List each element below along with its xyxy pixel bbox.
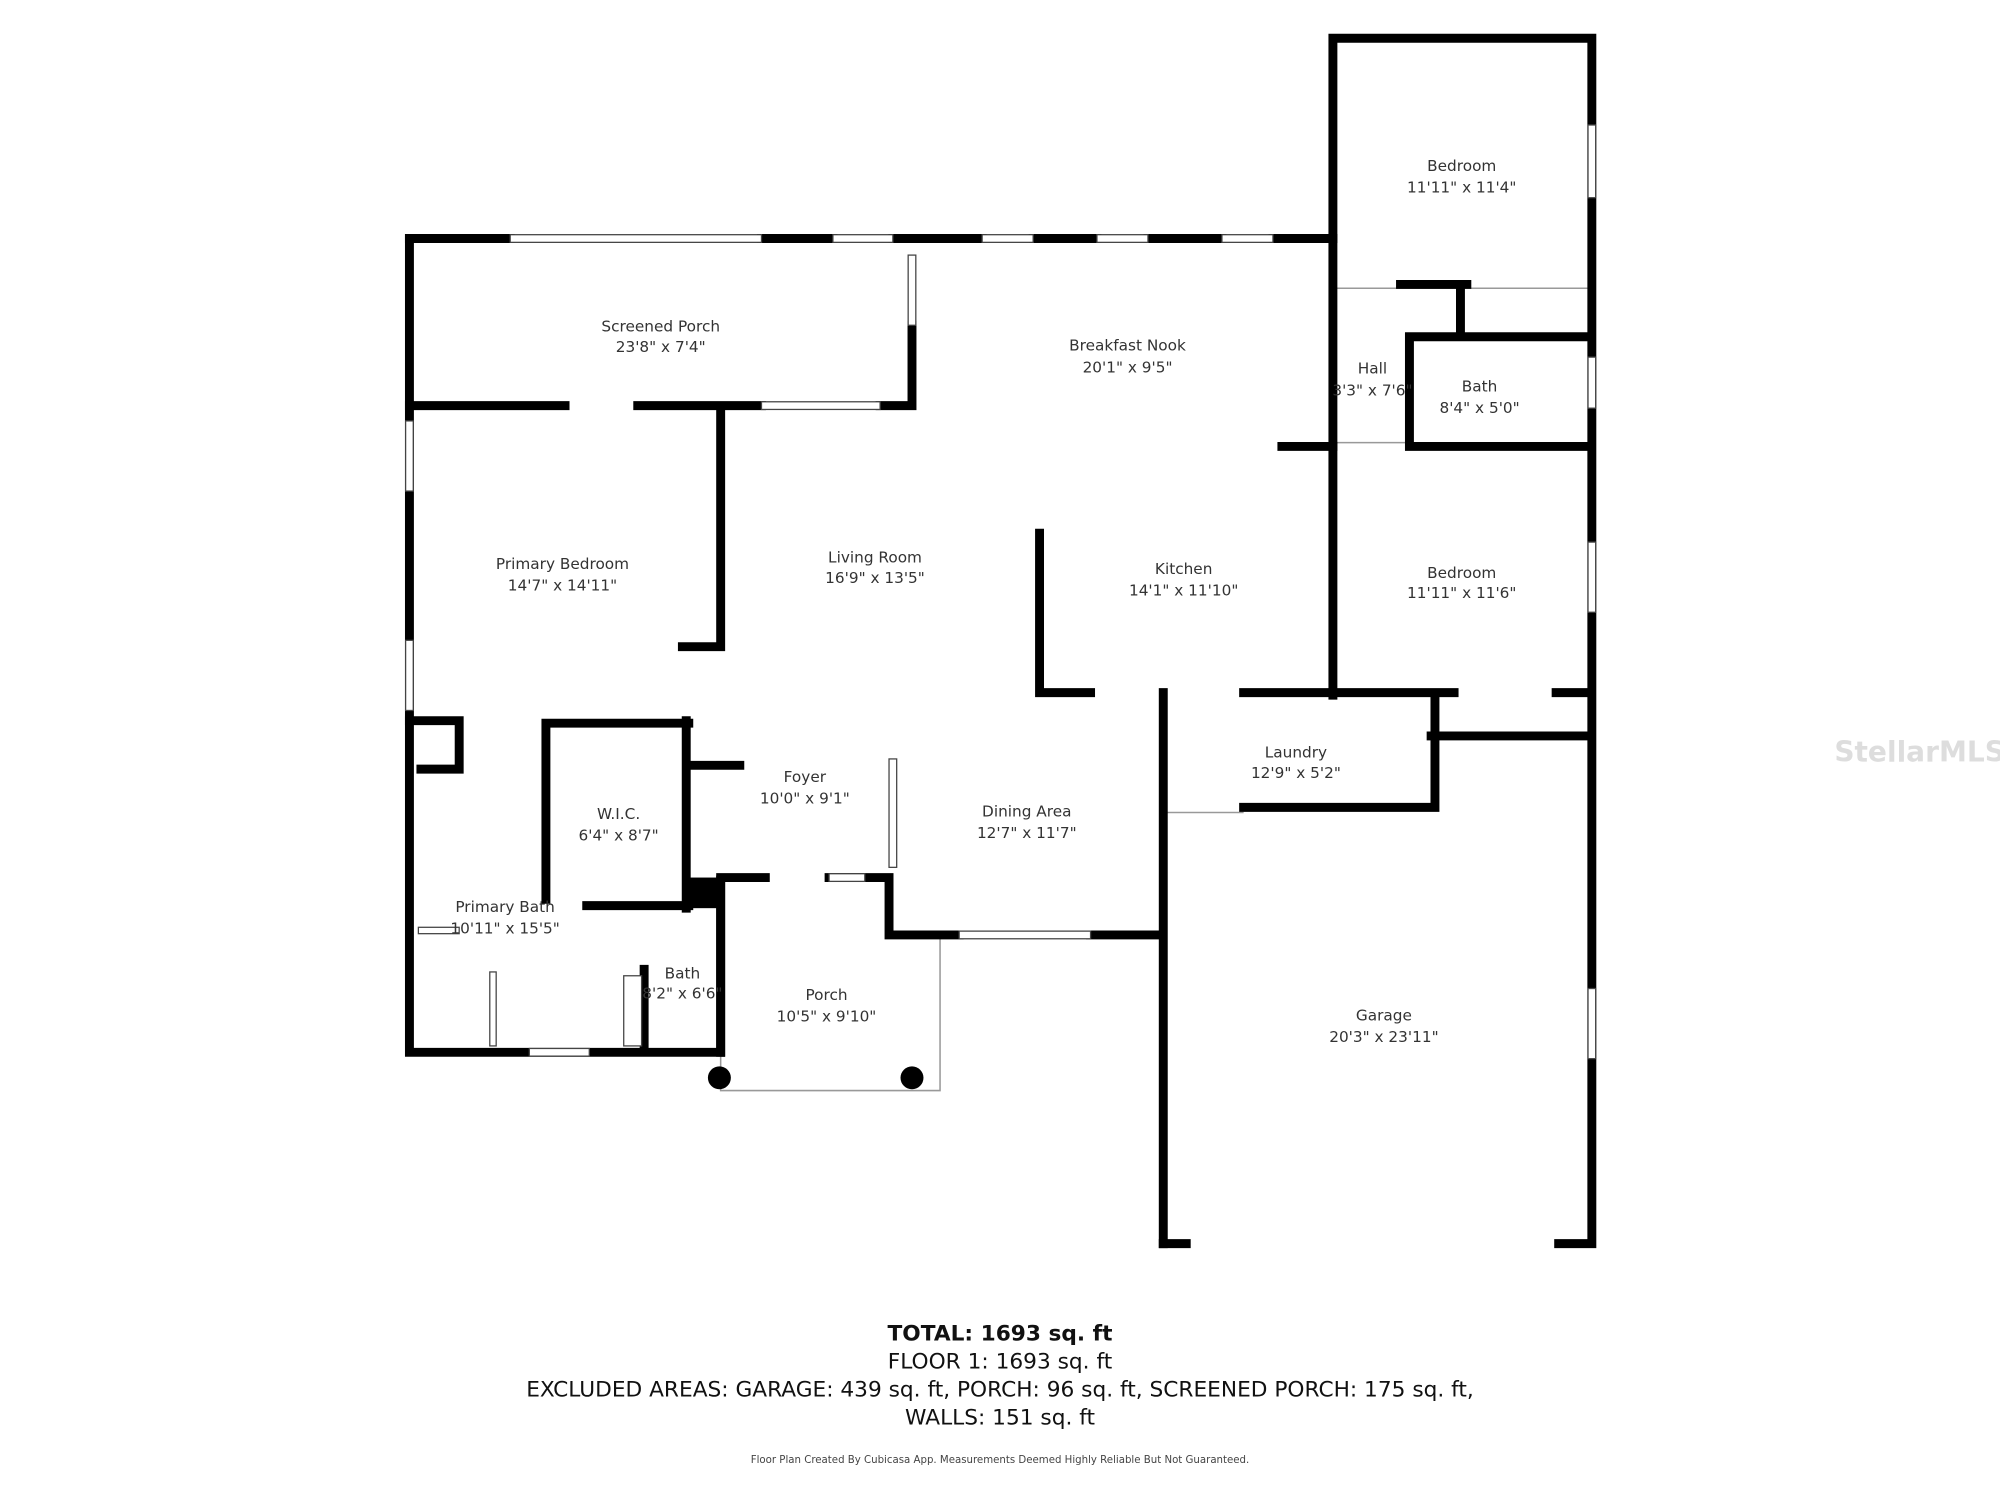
svg-text:11'11" x 11'6": 11'11" x 11'6" bbox=[1407, 584, 1516, 602]
svg-text:Primary Bedroom: Primary Bedroom bbox=[496, 555, 629, 573]
room-wic: W.I.C. 6'4" x 8'7" bbox=[579, 805, 659, 845]
svg-text:10'11" x 15'5": 10'11" x 15'5" bbox=[450, 920, 559, 938]
svg-text:11'11" x 11'4": 11'11" x 11'4" bbox=[1407, 179, 1516, 197]
windows bbox=[404, 124, 1597, 1060]
svg-text:Laundry: Laundry bbox=[1265, 744, 1327, 762]
svg-text:W.I.C.: W.I.C. bbox=[597, 805, 640, 823]
room-bedroom-2: Bedroom 11'11" x 11'6" bbox=[1407, 564, 1516, 602]
svg-text:10'5" x 9'10": 10'5" x 9'10" bbox=[777, 1008, 877, 1026]
floor-area: FLOOR 1: 1693 sq. ft bbox=[888, 1350, 1112, 1375]
svg-text:12'9" x 5'2": 12'9" x 5'2" bbox=[1251, 764, 1341, 782]
svg-text:Hall: Hall bbox=[1358, 360, 1387, 378]
svg-text:Foyer: Foyer bbox=[784, 768, 827, 786]
svg-text:Garage: Garage bbox=[1356, 1006, 1412, 1024]
svg-text:Porch: Porch bbox=[805, 986, 847, 1004]
walls-area: WALLS: 151 sq. ft bbox=[905, 1406, 1095, 1431]
room-porch: Porch 10'5" x 9'10" bbox=[777, 986, 877, 1026]
total-area: TOTAL: 1693 sq. ft bbox=[888, 1322, 1113, 1347]
room-foyer: Foyer 10'0" x 9'1" bbox=[760, 768, 850, 808]
svg-text:Bedroom: Bedroom bbox=[1427, 564, 1496, 582]
room-garage: Garage 20'3" x 23'11" bbox=[1329, 1006, 1438, 1046]
svg-text:20'3" x 23'11": 20'3" x 23'11" bbox=[1329, 1028, 1438, 1046]
room-labels: Bedroom 11'11" x 11'4" Screened Porch 23'8… bbox=[450, 157, 1519, 1046]
svg-text:10'0" x 9'1": 10'0" x 9'1" bbox=[760, 790, 850, 808]
svg-text:12'7" x 11'7": 12'7" x 11'7" bbox=[977, 824, 1077, 842]
room-hall: Hall 3'3" x 7'6" bbox=[1332, 360, 1412, 400]
svg-text:Kitchen: Kitchen bbox=[1155, 560, 1213, 578]
room-bath-1: Bath 8'4" x 5'0" bbox=[1439, 378, 1519, 418]
footnote: Floor Plan Created By Cubicasa App. Meas… bbox=[751, 1455, 1250, 1466]
room-primary-bedroom: Primary Bedroom 14'7" x 14'11" bbox=[496, 555, 629, 595]
svg-text:Bath: Bath bbox=[1462, 378, 1498, 396]
watermark: StellarMLS bbox=[1834, 735, 2000, 768]
room-laundry: Laundry 12'9" x 5'2" bbox=[1251, 744, 1341, 782]
svg-text:Breakfast Nook: Breakfast Nook bbox=[1069, 337, 1186, 355]
excluded-areas: EXCLUDED AREAS: GARAGE: 439 sq. ft, PORC… bbox=[526, 1378, 1474, 1403]
porch-column bbox=[707, 1066, 731, 1090]
room-dining-area: Dining Area 12'7" x 11'7" bbox=[977, 802, 1077, 842]
area-summary: TOTAL: 1693 sq. ft FLOOR 1: 1693 sq. ft … bbox=[526, 1322, 1474, 1466]
svg-text:Primary Bath: Primary Bath bbox=[455, 898, 555, 916]
svg-text:20'1" x 9'5": 20'1" x 9'5" bbox=[1083, 358, 1173, 376]
svg-text:14'1" x 11'10": 14'1" x 11'10" bbox=[1129, 582, 1238, 600]
room-kitchen: Kitchen 14'1" x 11'10" bbox=[1129, 560, 1238, 600]
svg-text:Bath: Bath bbox=[665, 964, 701, 982]
svg-text:16'9" x 13'5": 16'9" x 13'5" bbox=[825, 569, 925, 587]
svg-text:3'3" x 7'6": 3'3" x 7'6" bbox=[1332, 381, 1412, 399]
room-primary-bath: Primary Bath 10'11" x 15'5" bbox=[450, 898, 559, 938]
svg-text:6'4" x 8'7": 6'4" x 8'7" bbox=[579, 827, 659, 845]
svg-text:Dining Area: Dining Area bbox=[982, 802, 1071, 820]
porch-column bbox=[900, 1066, 924, 1090]
svg-text:8'4" x 5'0": 8'4" x 5'0" bbox=[1439, 399, 1519, 417]
room-screened-porch: Screened Porch 23'8" x 7'4" bbox=[601, 318, 720, 356]
room-bath-2: Bath 8'2" x 6'6" bbox=[642, 964, 722, 1002]
room-living-room: Living Room 16'9" x 13'5" bbox=[825, 549, 925, 587]
room-breakfast-nook: Breakfast Nook 20'1" x 9'5" bbox=[1069, 337, 1186, 377]
svg-text:14'7" x 14'11": 14'7" x 14'11" bbox=[508, 577, 617, 595]
svg-text:Living Room: Living Room bbox=[828, 549, 922, 567]
walls bbox=[404, 33, 1597, 1249]
room-bedroom-1: Bedroom 11'11" x 11'4" bbox=[1407, 157, 1516, 197]
svg-text:Bedroom: Bedroom bbox=[1427, 157, 1496, 175]
svg-text:Screened Porch: Screened Porch bbox=[601, 318, 720, 336]
svg-text:8'2" x 6'6": 8'2" x 6'6" bbox=[642, 985, 722, 1003]
svg-text:23'8" x 7'4": 23'8" x 7'4" bbox=[616, 338, 706, 356]
